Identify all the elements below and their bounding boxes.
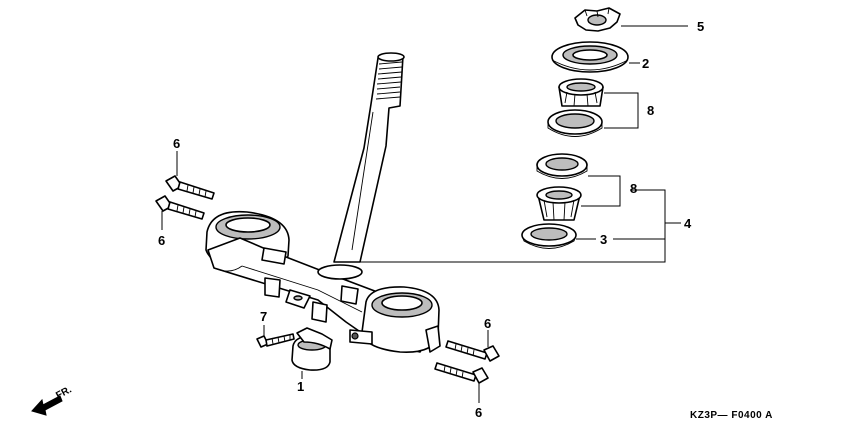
leader-4-bracket <box>355 189 666 263</box>
lock-nut-part-5 <box>574 7 621 32</box>
lower-bearing-part-8 <box>536 153 588 221</box>
callout-8-upper: 8 <box>647 103 654 118</box>
front-label: FR. <box>54 384 74 401</box>
callout-6-d: 6 <box>475 405 482 420</box>
front-direction-arrow: FR. <box>31 384 74 416</box>
washer-part-2 <box>551 41 629 73</box>
upper-bearing-part-8 <box>547 78 604 137</box>
bolt-part-6-b <box>155 195 205 220</box>
bolt-part-6-a <box>165 175 215 200</box>
bolt-part-6-d <box>434 362 489 384</box>
callout-2: 2 <box>642 56 649 71</box>
clamp-holder-part-1 <box>291 327 333 371</box>
steering-stem-shaft <box>333 52 405 263</box>
leader-8-upper <box>604 92 639 129</box>
callout-5: 5 <box>697 19 704 34</box>
front-arrow-icon <box>31 395 63 416</box>
callout-6-a: 6 <box>173 136 180 151</box>
bolt-part-6-c <box>445 340 500 362</box>
callout-4: 4 <box>684 216 692 231</box>
leader-8-lower <box>581 175 621 207</box>
callout-3: 3 <box>600 232 607 247</box>
screw-part-7 <box>256 333 295 348</box>
dust-seal-part-3 <box>521 223 577 249</box>
callout-1: 1 <box>297 379 304 394</box>
lower-triple-clamp <box>205 210 441 353</box>
callout-6-b: 6 <box>158 233 165 248</box>
callout-7: 7 <box>260 309 267 324</box>
callout-8-lower: 8 <box>630 181 637 196</box>
callout-6-c: 6 <box>484 316 491 331</box>
diagram-code: KZ3P— F0400 A <box>690 410 773 421</box>
